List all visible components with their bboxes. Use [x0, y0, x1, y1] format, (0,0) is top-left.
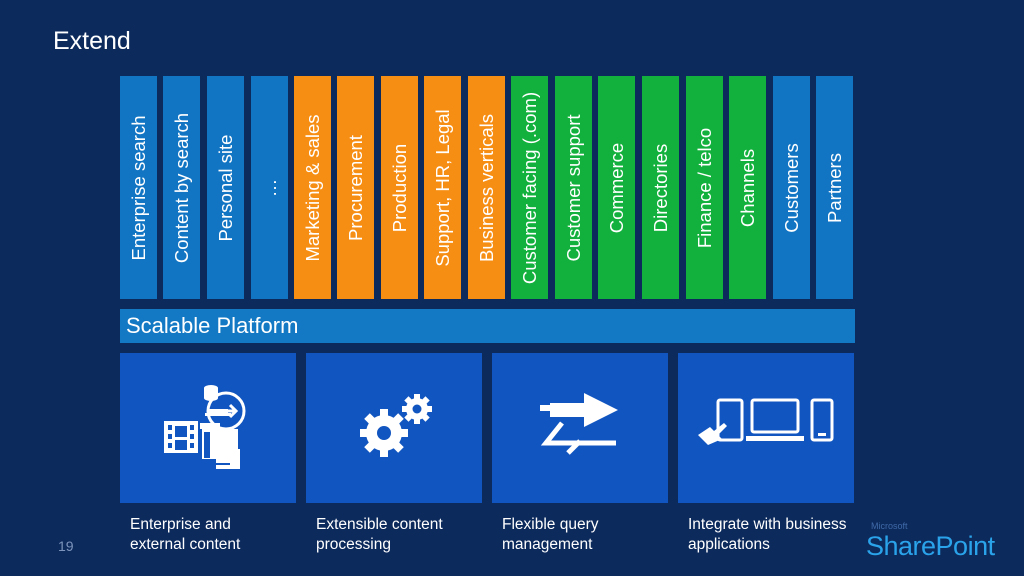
- column-label: Customer facing (.com): [518, 91, 540, 284]
- column-bar: Customer facing (.com): [511, 76, 548, 299]
- platform-label: Scalable Platform: [126, 313, 299, 338]
- column-bar: Finance / telco: [686, 76, 723, 299]
- column-bar: Customers: [773, 76, 810, 299]
- column-bar: Enterprise search: [120, 76, 157, 299]
- column-label: Channels: [736, 148, 758, 227]
- column-bar: Support, HR, Legal: [424, 76, 461, 299]
- column-bar: Marketing & sales: [294, 76, 331, 299]
- logo-microsoft-text: Microsoft: [871, 521, 908, 531]
- caption-line: Extensible content: [316, 516, 443, 533]
- column-label: Enterprise search: [127, 115, 149, 260]
- column-label: Commerce: [605, 142, 627, 233]
- devices-icon: [698, 398, 834, 445]
- sharepoint-logo: Microsoft SharePoint: [866, 521, 1006, 566]
- caption-line: management: [502, 536, 593, 553]
- column-label: Procurement: [344, 134, 366, 241]
- column-label: Customers: [780, 142, 802, 233]
- tile-business-applications: [678, 353, 854, 503]
- caption-query-management: Flexible query management: [502, 515, 682, 555]
- tile-enterprise-content: [120, 353, 296, 503]
- column-bar: …: [251, 76, 288, 299]
- column-bar: Content by search: [163, 76, 200, 299]
- scalable-platform-band: Scalable Platform: [120, 309, 855, 343]
- caption-line: Integrate with business: [688, 516, 847, 533]
- content-sources-icon: [164, 385, 246, 469]
- caption-line: Enterprise and: [130, 516, 231, 533]
- caption-content-processing: Extensible content processing: [316, 515, 496, 555]
- column-label: Partners: [823, 152, 845, 223]
- column-label: Marketing & sales: [301, 113, 323, 262]
- column-label: Support, HR, Legal: [431, 108, 453, 267]
- column-bar: Channels: [729, 76, 766, 299]
- caption-line: processing: [316, 536, 391, 553]
- column-label: Content by search: [170, 112, 192, 263]
- column-bar: Partners: [816, 76, 853, 299]
- column-bar: Personal site: [207, 76, 244, 299]
- column-label: Finance / telco: [693, 127, 715, 248]
- caption-line: external content: [130, 536, 241, 553]
- caption-enterprise-content: Enterprise and external content: [130, 515, 310, 555]
- column-label: Personal site: [214, 134, 236, 241]
- column-bar: Commerce: [598, 76, 635, 299]
- logo-sharepoint-text: SharePoint: [866, 531, 995, 561]
- column-label: Customer support: [562, 113, 584, 262]
- column-bar: Production: [381, 76, 418, 299]
- column-label: Directories: [649, 143, 671, 232]
- column-label: Production: [388, 143, 410, 232]
- caption-line: applications: [688, 536, 770, 553]
- tile-query-management: [492, 353, 668, 503]
- column-bar: Procurement: [337, 76, 374, 299]
- page-number: 19: [58, 538, 74, 554]
- gears-icon: [360, 394, 432, 457]
- column-bar: Directories: [642, 76, 679, 299]
- slide-title: Extend: [53, 27, 131, 55]
- column-bar: Customer support: [555, 76, 592, 299]
- query-arrow-icon: [540, 393, 618, 455]
- tile-content-processing: [306, 353, 482, 503]
- column-bar: Business verticals: [468, 76, 505, 299]
- column-label: …: [258, 178, 280, 197]
- caption-line: Flexible query: [502, 516, 599, 533]
- column-label: Business verticals: [475, 113, 497, 262]
- caption-business-applications: Integrate with business applications: [688, 515, 868, 555]
